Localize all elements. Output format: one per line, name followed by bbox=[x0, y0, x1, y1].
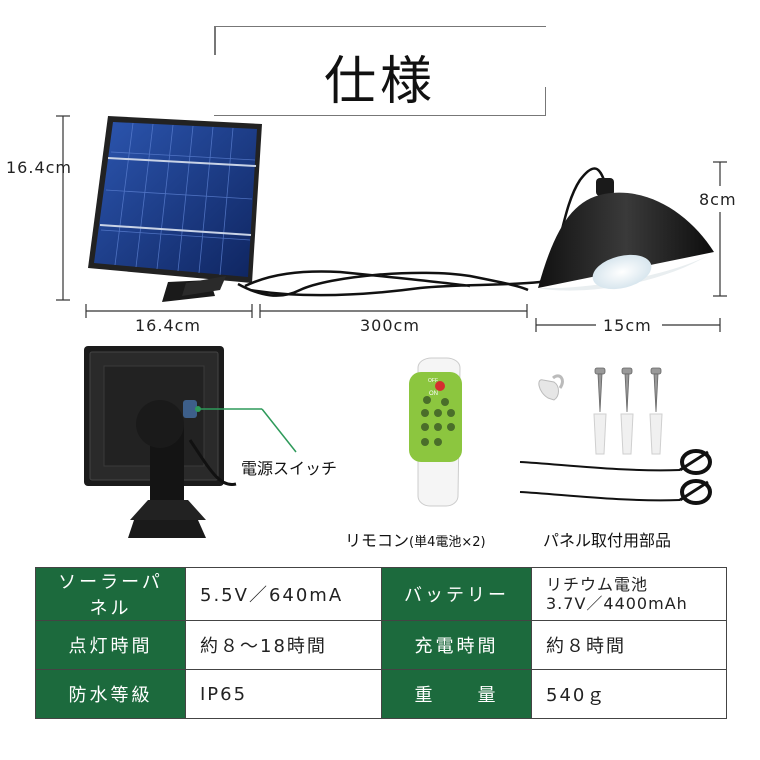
spec-value: 540ｇ bbox=[531, 669, 727, 719]
lamp-height-label: 8cm bbox=[699, 190, 737, 209]
product-illustration: ON OFF bbox=[56, 115, 727, 538]
power-switch-icon bbox=[183, 400, 197, 418]
remote-caption-note: (単4電池×2) bbox=[409, 535, 486, 550]
remote-on-label: ON bbox=[429, 391, 438, 397]
page-title: 仕様 bbox=[323, 52, 436, 112]
spec-value: リチウム電池 3.7V／4400mAh bbox=[531, 567, 727, 621]
title-frame: 仕様 bbox=[214, 26, 546, 116]
spec-value: 約８～18時間 bbox=[185, 620, 382, 670]
spec-label: 防水等級 bbox=[35, 669, 186, 719]
remote-on-button bbox=[435, 381, 445, 391]
spec-value: 約８時間 bbox=[531, 620, 727, 670]
solar-panel-back bbox=[84, 346, 237, 538]
table-row: ソーラーパネル 5.5V／640mA バッテリー リチウム電池 3.7V／440… bbox=[35, 567, 727, 621]
spec-value-line: リチウム電池 bbox=[546, 575, 649, 594]
spec-value: IP65 bbox=[185, 669, 382, 719]
spec-value-line: 3.7V／4400mAh bbox=[546, 594, 688, 613]
remote-caption: リモコン(単4電池×2) bbox=[345, 527, 486, 551]
spec-label: バッテリー bbox=[381, 567, 532, 621]
lamp-width-label: 15cm bbox=[603, 316, 652, 335]
dimension-lines bbox=[56, 115, 727, 332]
spec-label: ソーラーパネル bbox=[35, 567, 186, 621]
cable bbox=[237, 167, 606, 297]
spec-label: 点灯時間 bbox=[35, 620, 186, 670]
remote-off-label: OFF bbox=[428, 378, 438, 384]
power-switch-caption: 電源スイッチ bbox=[241, 459, 338, 478]
spec-label: 充電時間 bbox=[381, 620, 532, 670]
power-switch-callout bbox=[195, 406, 297, 453]
panel-height-label: 16.4cm bbox=[6, 158, 73, 177]
mount-parts bbox=[519, 367, 712, 505]
remote-caption-main: リモコン bbox=[345, 531, 410, 550]
panel-width-label: 16.4cm bbox=[135, 316, 202, 335]
mount-parts-caption: パネル取付用部品 bbox=[543, 531, 672, 550]
solar-panel-front bbox=[88, 116, 262, 302]
spec-table: ソーラーパネル 5.5V／640mA バッテリー リチウム電池 3.7V／440… bbox=[35, 567, 727, 719]
spec-value: 5.5V／640mA bbox=[185, 567, 382, 621]
spec-label: 重 量 bbox=[381, 669, 532, 719]
pendant-lamp bbox=[538, 178, 714, 291]
cable-length-label: 300cm bbox=[360, 316, 420, 335]
table-row: 点灯時間 約８～18時間 充電時間 約８時間 bbox=[35, 620, 727, 670]
remote-control: ON OFF bbox=[409, 357, 462, 507]
table-row: 防水等級 IP65 重 量 540ｇ bbox=[35, 669, 727, 719]
